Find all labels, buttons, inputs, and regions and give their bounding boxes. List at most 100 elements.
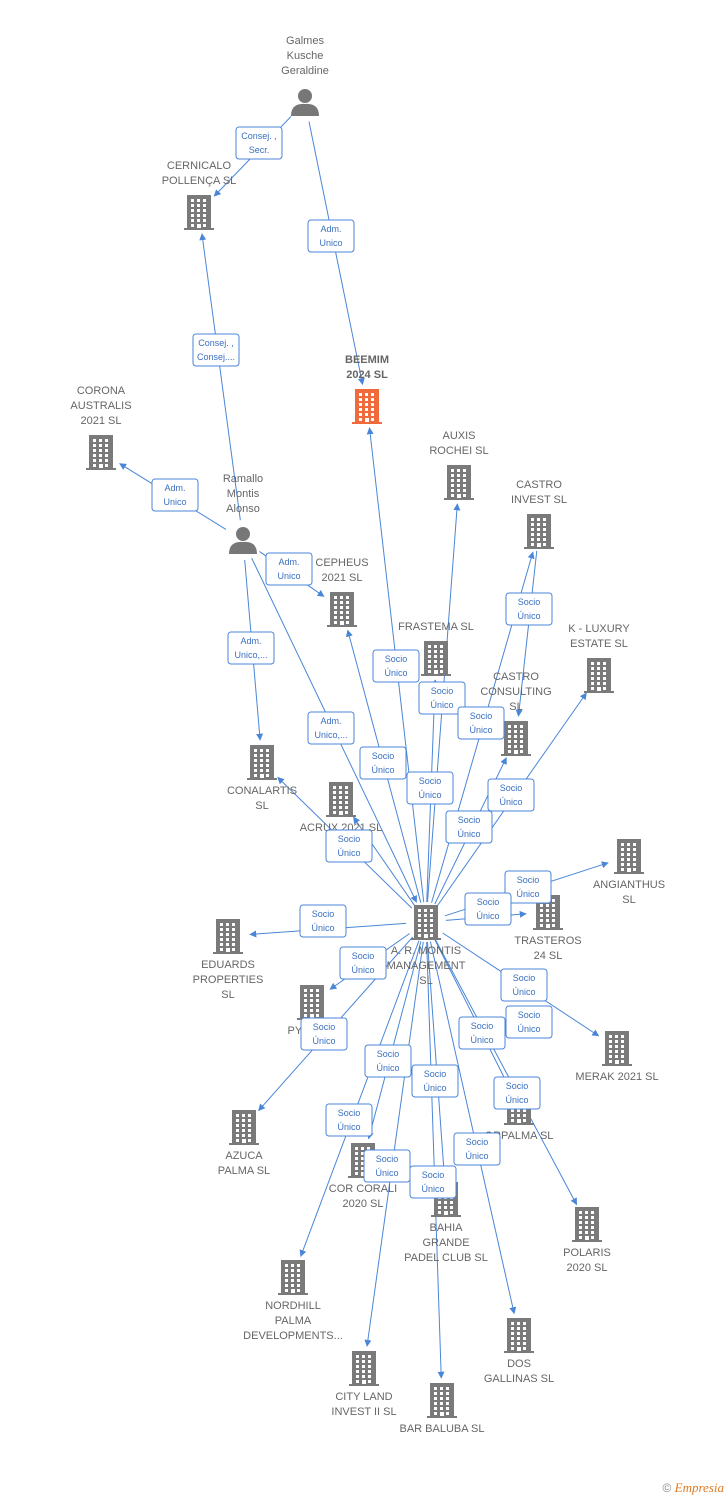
node-nordhill[interactable]: NORDHILLPALMADEVELOPMENTS... bbox=[243, 1260, 343, 1342]
node-label: 24 SL bbox=[534, 950, 563, 962]
node-merak[interactable]: MERAK 2021 SL bbox=[575, 1031, 659, 1083]
node-label: BAR BALUBA SL bbox=[400, 1423, 485, 1435]
node-label: SL bbox=[255, 800, 268, 812]
edge-label-galmes-to-cernicalo[interactable]: Consej. ,Secr. bbox=[235, 126, 283, 160]
edge-label-text: Socio bbox=[422, 1170, 445, 1180]
node-frastema[interactable]: FRASTEMA SL bbox=[398, 621, 474, 676]
building-icon bbox=[504, 1318, 534, 1353]
edge-label-box bbox=[500, 968, 548, 1002]
edge-label-ramallo-to-ar_montis[interactable]: Adm.Unico,... bbox=[307, 711, 355, 745]
edge-label-text: Socio bbox=[377, 1049, 400, 1059]
edge-label-box bbox=[453, 1132, 501, 1166]
edge-label-box bbox=[339, 946, 387, 980]
node-k_luxury[interactable]: K - LUXURY ESTATE SL bbox=[568, 623, 630, 693]
node-bar_baluba[interactable]: BAR BALUBA SL bbox=[400, 1383, 485, 1435]
copyright-symbol: © bbox=[662, 1481, 672, 1495]
edge-label-box bbox=[235, 126, 283, 160]
building-icon bbox=[501, 721, 531, 756]
edge-label-text: Único bbox=[337, 1122, 360, 1132]
node-label: ESTATE SL bbox=[570, 638, 628, 650]
node-label: GRANDE bbox=[422, 1237, 469, 1249]
node-label: 2021 SL bbox=[322, 572, 363, 584]
edge-label-text: Único bbox=[371, 765, 394, 775]
footer-credit[interactable]: © Empresia bbox=[662, 1480, 724, 1496]
edge-label-text: Unico,... bbox=[234, 650, 267, 660]
edge-label-text: Único bbox=[512, 987, 535, 997]
node-label: SL bbox=[509, 701, 522, 713]
edge-label-box bbox=[363, 1149, 411, 1183]
edge-label-box bbox=[299, 904, 347, 938]
node-label: AUXIS bbox=[442, 430, 475, 442]
node-label: MANAGEMENT bbox=[387, 960, 466, 972]
edge-label-ramallo-to-cepheus[interactable]: Adm.Unico bbox=[265, 552, 313, 586]
edge-label-ramallo-to-corona[interactable]: Adm.Unico bbox=[151, 478, 199, 512]
edge-label-box bbox=[265, 552, 313, 586]
edge-label-galmes-to-beemim[interactable]: Adm.Unico bbox=[307, 219, 355, 253]
edge-label-box bbox=[457, 706, 505, 740]
edge-label-text: Socio bbox=[458, 815, 481, 825]
edge-label-box bbox=[325, 829, 373, 863]
building-icon bbox=[444, 465, 474, 500]
edge-label-text: Socio bbox=[506, 1081, 529, 1091]
building-icon bbox=[278, 1260, 308, 1295]
node-label: K - LUXURY bbox=[568, 623, 630, 635]
node-acrux[interactable]: ACRUX 2021 SL bbox=[300, 782, 383, 834]
edge-label-text: Adm. bbox=[320, 224, 341, 234]
edge-label-ramallo-to-conalartis[interactable]: Adm.Unico,... bbox=[227, 631, 275, 665]
edge-ar_montis-to-nordhill bbox=[299, 940, 420, 1258]
edge-label-box bbox=[458, 1016, 506, 1050]
node-label: COR CORALI bbox=[329, 1183, 397, 1195]
edge-label-box bbox=[505, 1005, 553, 1039]
edge-label-box bbox=[307, 711, 355, 745]
edge-ar_montis-to-city_land bbox=[364, 941, 424, 1347]
edge-label-ramallo-to-cernicalo[interactable]: Consej. ,Consej.... bbox=[192, 333, 240, 367]
edge-label-text: Único bbox=[430, 700, 453, 710]
edge-label-text: Único bbox=[351, 965, 374, 975]
node-label: NORDHILL bbox=[265, 1300, 321, 1312]
edge-label-box bbox=[192, 333, 240, 367]
